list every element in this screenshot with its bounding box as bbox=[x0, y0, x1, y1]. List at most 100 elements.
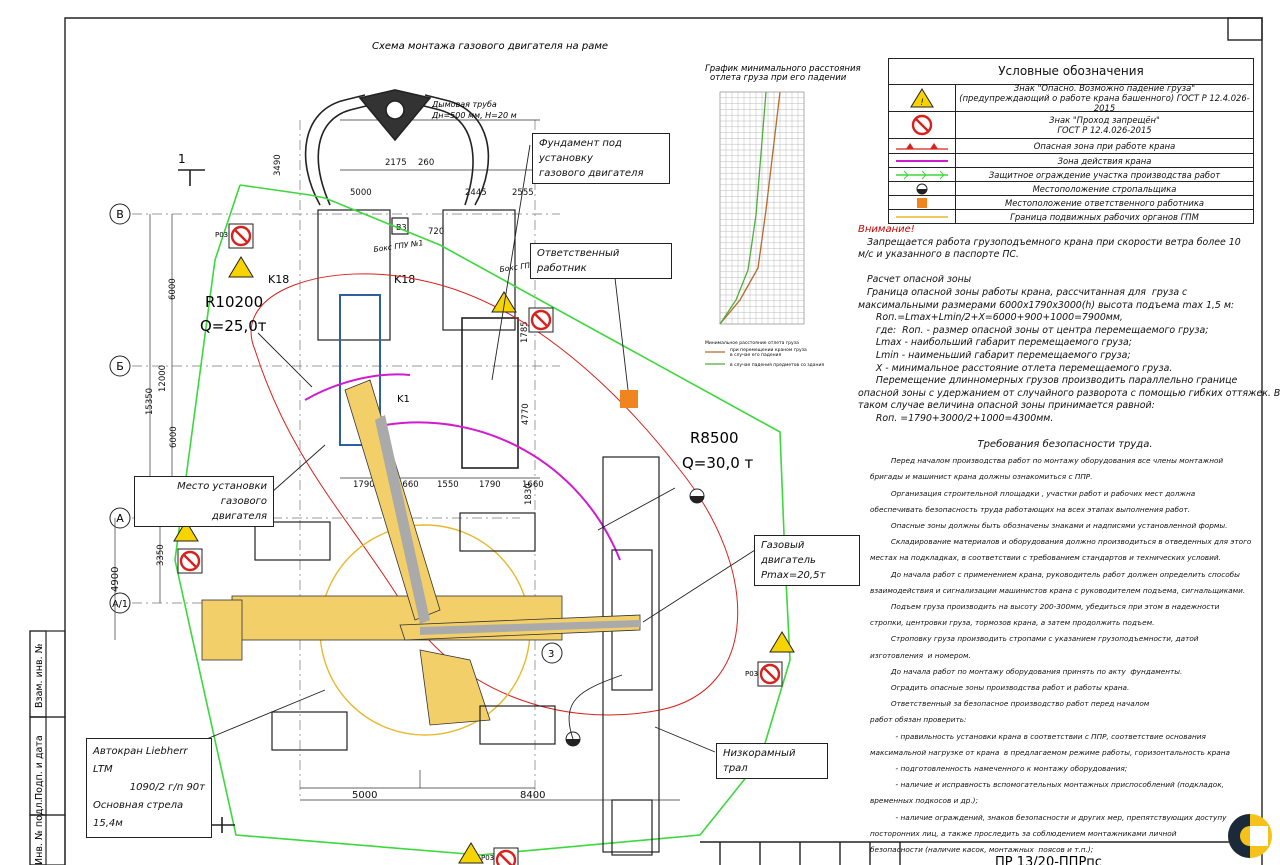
svg-text:6000: 6000 bbox=[169, 426, 179, 448]
svg-text:1785: 1785 bbox=[520, 321, 530, 343]
safety-line: посторонних лиц, а также проследить за с… bbox=[870, 828, 1177, 838]
notes-line: максимальными размерами 6000x1790x3000(h… bbox=[858, 299, 1235, 311]
legend-row-text: Опасная зона при работе крана bbox=[1033, 141, 1176, 151]
svg-text:Минимальное расстояние отлета: Минимальное расстояние отлета груза bbox=[705, 340, 799, 346]
notes-line bbox=[858, 262, 1258, 275]
safety-line: стропки, центровки груза, тормозов крана… bbox=[870, 618, 1155, 628]
legend-row: Граница подвижных рабочих органов ГПМ bbox=[889, 210, 1253, 223]
svg-text:1790: 1790 bbox=[353, 480, 375, 490]
svg-text:В3: В3 bbox=[396, 223, 407, 232]
notes-line: X - минимальное расстояние отлета переме… bbox=[858, 362, 1173, 374]
warning-sign-icon bbox=[491, 291, 517, 313]
safety-line: максимальной нагрузке от крана в предлаг… bbox=[870, 747, 1231, 757]
danger-zone bbox=[250, 273, 739, 716]
warning-sign-icon bbox=[458, 842, 484, 864]
svg-text:3350: 3350 bbox=[156, 544, 166, 566]
engine-place-callout: Место установки газового двигателя bbox=[134, 476, 274, 527]
safety-line: изготовления и номером. bbox=[870, 650, 971, 660]
notes-line: Rоп. =1790+3000/2+1000=4300мм. bbox=[858, 412, 1054, 424]
no-entry-sign-icon bbox=[228, 223, 254, 249]
dimension-texts: 5000 2445 2555 2175 260 720 3490 6000 12… bbox=[110, 154, 545, 801]
legend-row-text: Знак "Опасно. Возможно падение груза"(пр… bbox=[959, 83, 1250, 113]
legend-table: Условные обозначения !Знак "Опасно. Возм… bbox=[888, 58, 1254, 224]
no-entry-sign-icon bbox=[757, 661, 783, 687]
safety-line: Перед началом производства работ по монт… bbox=[870, 456, 1224, 466]
svg-text:Подп. и дата: Подп. и дата bbox=[34, 735, 45, 800]
warning-sign-icon bbox=[228, 256, 254, 278]
notes-block: Внимание! Запрещается работа грузоподъем… bbox=[858, 224, 1280, 426]
svg-text:в случае его падения: в случае его падения bbox=[730, 353, 781, 358]
legend-row-text: Знак "Проход запрещён"ГОСТ Р 12.4.026-20… bbox=[1049, 115, 1160, 135]
svg-text:P03: P03 bbox=[745, 670, 758, 678]
safety-block: Требования безопасности труда. Перед нач… bbox=[870, 437, 1260, 858]
radius-2: R8500 bbox=[690, 429, 739, 447]
blue-unit bbox=[339, 294, 381, 446]
svg-text:1790: 1790 bbox=[479, 480, 501, 490]
legend-row-text: Защитное ограждение участка производства… bbox=[988, 169, 1221, 180]
graph-series-1 bbox=[719, 91, 781, 325]
legend-row: Местоположение стропальщика bbox=[889, 182, 1253, 196]
svg-text:4900: 4900 bbox=[110, 567, 121, 592]
safety-line: - правильность установки крана в соответ… bbox=[870, 731, 1206, 741]
svg-text:6000: 6000 bbox=[168, 278, 178, 300]
svg-text:Бокс ГПУ №1: Бокс ГПУ №1 bbox=[373, 238, 424, 254]
safety-line: Строповку груза производить стропами с у… bbox=[870, 634, 1199, 644]
svg-text:2555: 2555 bbox=[512, 188, 534, 198]
safety-line: бригады и машинист крана должны ознакоми… bbox=[870, 472, 1093, 482]
fall-distance-graph: График минимального расстояния отлета гр… bbox=[705, 64, 861, 368]
safety-line: - наличие ограждений, знаков безопасност… bbox=[870, 812, 1227, 822]
svg-text:K18: K18 bbox=[394, 273, 415, 286]
svg-text:График минимального расстояния: График минимального расстояния bbox=[705, 64, 861, 74]
plan-signs bbox=[173, 223, 795, 865]
foundation-callout: Фундамент под установку газового двигате… bbox=[532, 133, 670, 184]
svg-text:при перемещении краном груза: при перемещении краном груза bbox=[730, 348, 807, 353]
svg-text:K1: K1 bbox=[397, 394, 410, 405]
safety-line: обеспечивать безопасность труда работающ… bbox=[870, 504, 1191, 514]
side-stamp bbox=[29, 630, 66, 865]
svg-text:P03: P03 bbox=[215, 231, 228, 239]
fence-line bbox=[174, 184, 791, 856]
legend-row: Знак "Проход запрещён"ГОСТ Р 12.4.026-20… bbox=[889, 112, 1253, 139]
warning-label: Внимание! bbox=[858, 224, 915, 235]
warning-sign-icon bbox=[769, 631, 795, 653]
outrigger-pads bbox=[254, 512, 556, 751]
legend-row-text: Местоположение ответственного работника bbox=[1004, 197, 1205, 208]
foundation-rect bbox=[461, 317, 519, 469]
svg-text:P03: P03 bbox=[481, 854, 494, 862]
notes-line: Граница опасной зоны работы крана, рассч… bbox=[858, 286, 1188, 298]
no-entry-sign-icon bbox=[493, 847, 519, 865]
safety-line: взаимодействия и сигнализации машинистов… bbox=[870, 585, 1246, 595]
responsible-worker-callout: Ответственный работник bbox=[530, 243, 672, 279]
svg-text:12000: 12000 bbox=[158, 365, 168, 392]
svg-text:4770: 4770 bbox=[521, 403, 531, 425]
svg-text:в случае падения предметов со: в случае падения предметов со здания bbox=[730, 363, 824, 368]
crane-zone-arc-2 bbox=[384, 421, 621, 561]
graph-series-2 bbox=[719, 91, 767, 325]
legend-row-text: Граница подвижных рабочих органов ГПМ bbox=[1010, 211, 1199, 222]
safety-title: Требования безопасности труда. bbox=[977, 439, 1153, 450]
legend-row: !Знак "Опасно. Возможно падение груза"(п… bbox=[889, 83, 1253, 113]
notes-line: Rоп.=Lmax+Lmin/2+X=6000+900+1000=7900мм, bbox=[858, 312, 1123, 324]
safety-line: - наличие и исправность вспомогательных … bbox=[870, 780, 1225, 790]
trailer-callout: Низкорамный трал bbox=[716, 743, 828, 779]
no-entry-sign-icon bbox=[177, 548, 203, 574]
axis-label: А/1 bbox=[112, 599, 128, 610]
axis-lines bbox=[132, 120, 560, 800]
svg-text:15350: 15350 bbox=[145, 388, 155, 415]
stamp-code: ПР 13/20-ППРпс bbox=[995, 855, 1102, 865]
trailer bbox=[602, 456, 660, 856]
crane-zone-arc-1 bbox=[304, 373, 411, 401]
moving-parts-line-icon bbox=[889, 210, 956, 223]
svg-text:1: 1 bbox=[178, 152, 186, 166]
svg-text:1550: 1550 bbox=[437, 480, 459, 490]
notes-line: Запрещается работа грузоподъемного крана… bbox=[858, 236, 1241, 248]
svg-text:3490: 3490 bbox=[273, 154, 283, 176]
notes-line: таком случае величина опасной зоны прини… bbox=[858, 400, 1155, 412]
crane-zone-line-icon bbox=[889, 154, 956, 167]
load-2: Q=30,0 т bbox=[682, 454, 754, 472]
responsible-position-icon bbox=[889, 196, 956, 209]
dimension-lines bbox=[114, 119, 680, 801]
gas-engine-callout: Газовый двигатель Pmax=20,5т bbox=[754, 535, 860, 586]
notes-line: опасной зоны с удержанием от случайного … bbox=[858, 387, 1280, 399]
